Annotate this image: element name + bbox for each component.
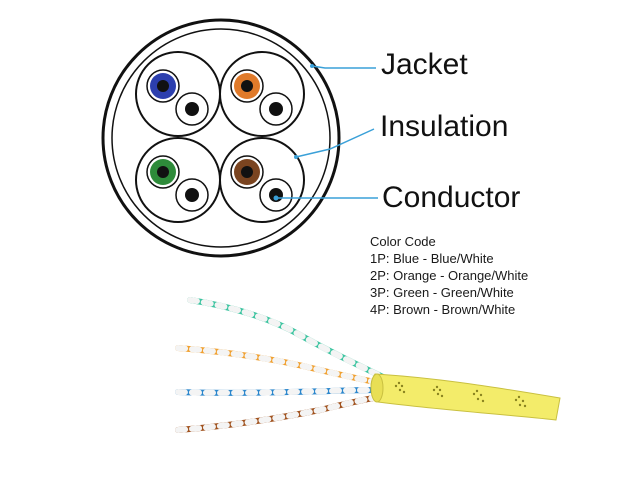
jacket-print-marks (394, 381, 527, 408)
green-wire-conductor (157, 166, 169, 178)
blue-white-wire (175, 387, 388, 396)
color-code-legend: Color Code 1P: Blue - Blue/White 2P: Ora… (370, 234, 528, 317)
twisted-green-pair (187, 297, 388, 381)
green-white-wire-conductor (185, 188, 199, 202)
brown-white-wire (175, 393, 388, 433)
twisted-brown-pair (175, 393, 388, 433)
color-code-pair-3: 3P: Green - Green/White (370, 285, 514, 300)
orange-white-wire-conductor (269, 102, 283, 116)
insulation-leader-line (295, 128, 375, 158)
pair-green (135, 137, 221, 223)
leader-lines (273, 64, 378, 201)
cable-illustration (175, 297, 561, 433)
blue-wire-conductor (157, 80, 169, 92)
jacket-leader-line (311, 65, 376, 69)
twisted-orange-pair (175, 345, 388, 387)
color-code-pair-4: 4P: Brown - Brown/White (370, 302, 515, 317)
color-code-pair-2: 2P: Orange - Orange/White (370, 268, 528, 283)
pair-brown (219, 137, 305, 223)
orange-wire-conductor (241, 80, 253, 92)
green-white-wire (187, 297, 388, 381)
pair-blue (135, 51, 221, 137)
color-code-heading: Color Code (370, 234, 436, 249)
cable-jacket (370, 373, 561, 421)
blue-white-wire-conductor (185, 102, 199, 116)
insulation-label: Insulation (380, 110, 508, 143)
cable-jacket-end (370, 373, 384, 403)
pair-orange (219, 51, 305, 137)
orange-white-wire (175, 345, 388, 387)
green-wire (187, 297, 388, 381)
cable-cross-section (101, 18, 341, 258)
conductor-label: Conductor (382, 181, 520, 214)
brown-wire-conductor (241, 166, 253, 178)
jacket-label: Jacket (381, 48, 468, 81)
inner-jacket-ring (111, 28, 331, 248)
twisted-blue-pair (175, 387, 388, 396)
color-code-pair-1: 1P: Blue - Blue/White (370, 251, 494, 266)
